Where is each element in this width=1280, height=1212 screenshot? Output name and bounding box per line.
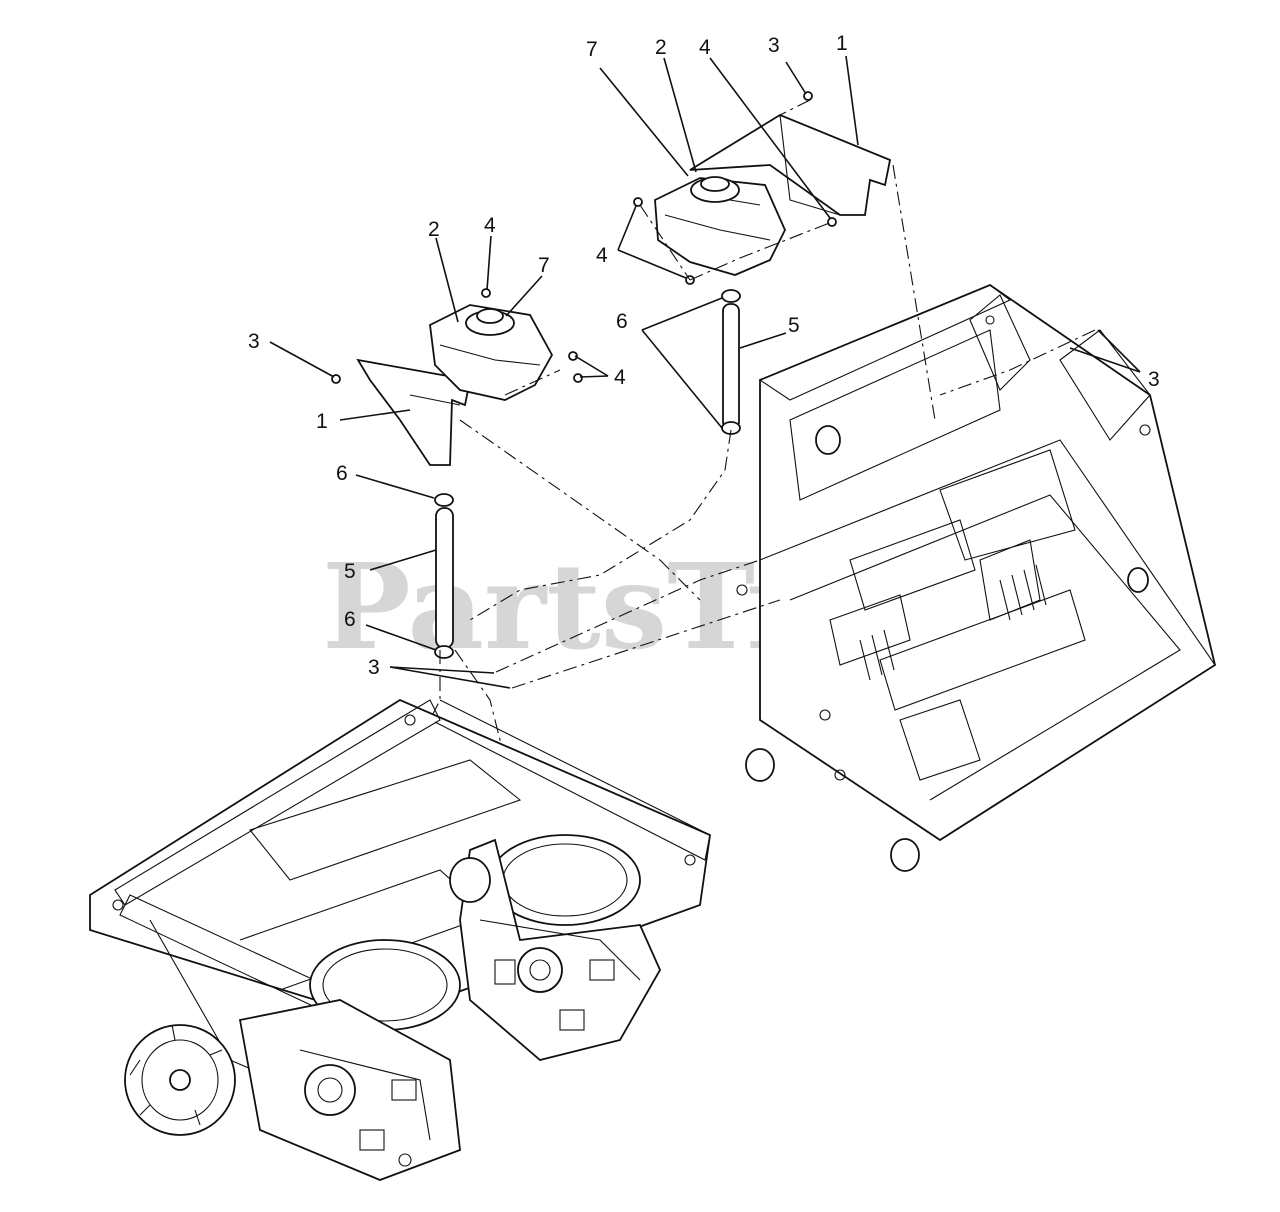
callouts: 7 2 4 3 1 4 2 4 7 3 4 1 6 5 3 6 5 6 3 (248, 32, 1160, 679)
callout-c5: 1 (836, 32, 848, 55)
transmission-right (449, 834, 662, 1061)
hose-right (721, 289, 741, 435)
callout-c14: 5 (788, 314, 800, 337)
callout-c13: 6 (616, 310, 628, 333)
callout-c10: 3 (248, 330, 260, 353)
callout-c17: 5 (344, 560, 356, 583)
callout-c1: 7 (586, 38, 598, 61)
callout-c9: 7 (538, 254, 550, 277)
callout-c8: 4 (484, 214, 496, 237)
callout-c19: 3 (368, 656, 380, 679)
callout-c16: 6 (336, 462, 348, 485)
reservoir-tank-left (331, 288, 583, 401)
leader-lines (269, 55, 1141, 689)
callout-c7: 2 (428, 218, 440, 241)
callout-c6: 4 (596, 244, 608, 267)
hose-left (434, 493, 454, 659)
callout-c4: 3 (768, 34, 780, 57)
callout-c3: 4 (699, 36, 711, 59)
reservoir-tank-right (633, 91, 837, 285)
callout-c11: 4 (614, 366, 626, 389)
callout-c12: 1 (316, 410, 328, 433)
callout-c2: 2 (655, 36, 667, 59)
callout-c15: 3 (1148, 368, 1160, 391)
callout-c18: 6 (344, 608, 356, 631)
main-frame (736, 283, 1217, 872)
transmission-left (124, 939, 461, 1181)
